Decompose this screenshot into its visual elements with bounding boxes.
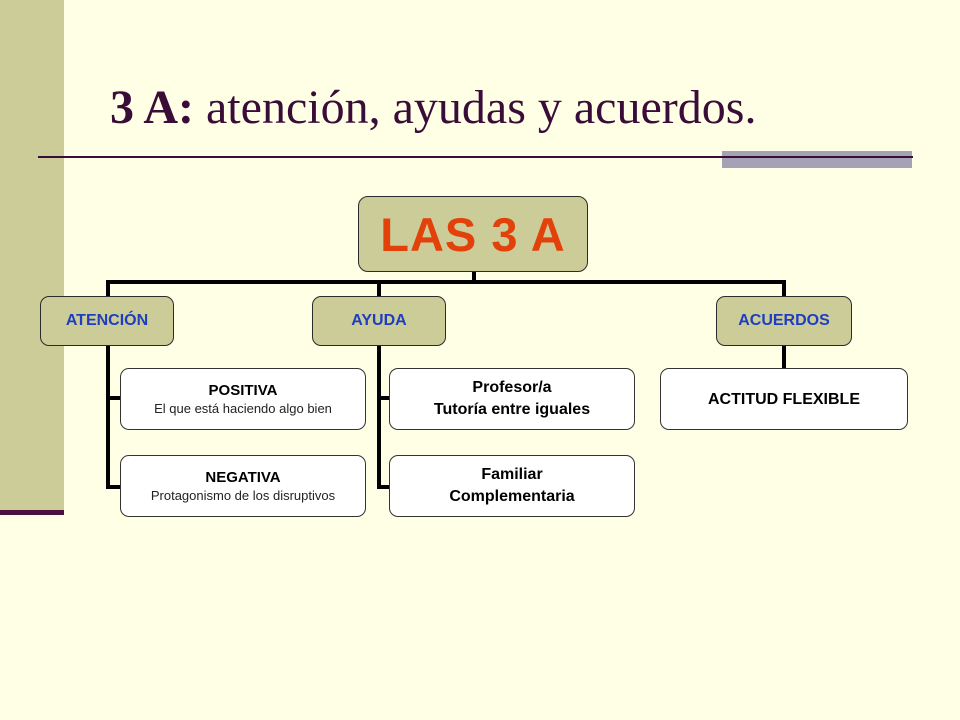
- node-familiar-desc: Complementaria: [449, 488, 575, 505]
- ayuda-link-profesor: [377, 396, 391, 400]
- atencion-link-positiva: [106, 396, 122, 400]
- node-negativa: NEGATIVA Protagonismo de los disruptivos: [120, 455, 366, 517]
- ayuda-stem: [377, 342, 381, 489]
- drop-acuerdos: [782, 280, 786, 298]
- node-actitud-flexible-title: ACTITUD FLEXIBLE: [708, 390, 860, 408]
- drop-atencion: [106, 280, 110, 298]
- node-negativa-title: NEGATIVA: [205, 469, 281, 486]
- node-positiva-desc: El que está haciendo algo bien: [154, 401, 332, 416]
- node-profesor: Profesor/a Tutoría entre iguales: [389, 368, 635, 430]
- root-node: LAS 3 A: [358, 196, 588, 272]
- slide-title-rest: atención, ayudas y acuerdos.: [194, 81, 757, 134]
- node-familiar-title: Familiar: [481, 466, 543, 483]
- side-accent-bar: [0, 0, 64, 512]
- node-positiva: POSITIVA El que está haciendo algo bien: [120, 368, 366, 430]
- branch-atencion: ATENCIÓN: [40, 296, 174, 346]
- root-connector: [472, 270, 476, 284]
- node-negativa-desc: Protagonismo de los disruptivos: [150, 488, 336, 503]
- node-profesor-title: Profesor/a: [472, 379, 552, 396]
- atencion-link-negativa: [106, 485, 122, 489]
- node-actitud-flexible: ACTITUD FLEXIBLE: [660, 368, 908, 430]
- branch-bus-line: [106, 280, 786, 284]
- title-accent-line: [722, 156, 912, 158]
- node-positiva-title: POSITIVA: [208, 382, 278, 399]
- slide-title-bold: 3 A:: [110, 81, 194, 134]
- branch-acuerdos: ACUERDOS: [716, 296, 852, 346]
- branch-atencion-label: ATENCIÓN: [65, 312, 149, 329]
- branch-acuerdos-label: ACUERDOS: [738, 312, 830, 329]
- slide-title: 3 A: atención, ayudas y acuerdos.: [110, 80, 756, 135]
- title-underline: [38, 156, 913, 158]
- node-profesor-desc: Tutoría entre iguales: [433, 401, 591, 418]
- side-accent-foot: [0, 510, 64, 515]
- drop-ayuda: [377, 280, 381, 298]
- root-label: LAS 3 A: [380, 207, 566, 261]
- ayuda-link-familiar: [377, 485, 391, 489]
- branch-ayuda-label: AYUDA: [351, 312, 407, 329]
- title-accent-block: [722, 151, 912, 168]
- atencion-stem: [106, 342, 110, 489]
- branch-ayuda: AYUDA: [312, 296, 446, 346]
- node-familiar: Familiar Complementaria: [389, 455, 635, 517]
- acuerdos-stem: [782, 342, 786, 369]
